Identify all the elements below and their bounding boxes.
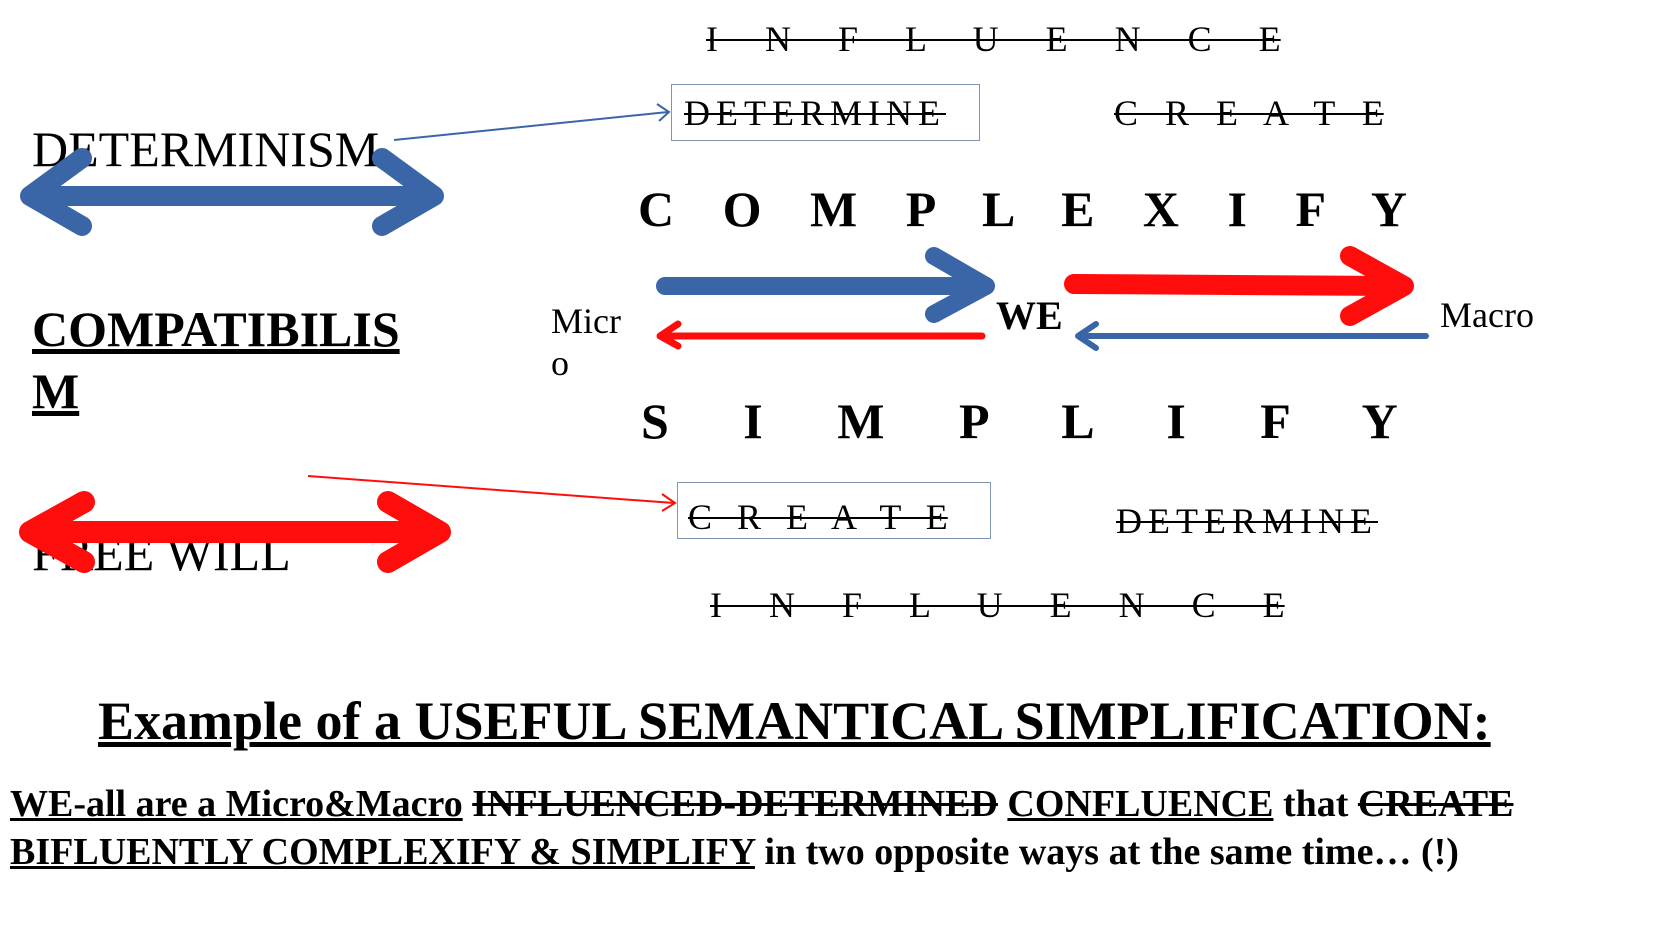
micro-label: Micr o bbox=[551, 300, 621, 384]
caption-two-ways: in two opposite ways at the same time… (… bbox=[764, 831, 1459, 873]
free-will-double-arrow bbox=[19, 491, 451, 573]
determine-bottom-text: DETERMINE bbox=[1116, 501, 1378, 541]
macro-label: Macro bbox=[1440, 295, 1534, 335]
create-box bbox=[677, 482, 991, 539]
determine-top-text: DETERMINE bbox=[684, 93, 946, 133]
determinism-double-arrow bbox=[20, 148, 444, 236]
compatibilism-label: COMPATIBILIS M bbox=[32, 298, 400, 422]
caption-line-2: BIFLUENTLY COMPLEXIFY & SIMPLIFY in two … bbox=[10, 828, 1654, 876]
red-arrow-to-macro bbox=[1064, 246, 1414, 326]
create-bottom-text: C R E A T E bbox=[688, 497, 948, 537]
blue-arrow-to-we bbox=[656, 247, 995, 323]
we-label: WE bbox=[996, 293, 1063, 338]
caption-that: that bbox=[1282, 783, 1349, 825]
compatibilism-line2: M bbox=[32, 363, 80, 419]
caption-confluence: CONFLUENCE bbox=[1007, 783, 1274, 825]
create-top-text: C R E A T E bbox=[1114, 93, 1384, 133]
micro-line2: o bbox=[551, 343, 569, 383]
caption-line-1: WE-all are a Micro&Macro INFLUENCED-DETE… bbox=[10, 780, 1654, 828]
caption-title: Example of a USEFUL SEMANTICAL SIMPLIFIC… bbox=[98, 691, 1491, 751]
simplify-text: S I M P L I F Y bbox=[641, 393, 1398, 449]
red-arrow-to-micro bbox=[656, 320, 986, 350]
pointer-arrow-create bbox=[307, 475, 677, 512]
caption-we-all: WE-all are a Micro&Macro bbox=[10, 783, 463, 825]
determinism-label: DETERMINISM bbox=[32, 121, 380, 177]
influence-bottom-text: I N F L U E N C E bbox=[710, 585, 1285, 625]
caption-bifluently: BIFLUENTLY COMPLEXIFY & SIMPLIFY bbox=[10, 831, 755, 873]
influence-top-text: I N F L U E N C E bbox=[706, 19, 1281, 59]
caption-struck-create: CREATE bbox=[1357, 783, 1514, 825]
pointer-arrow-determine bbox=[393, 103, 671, 141]
blue-arrow-to-we-from-macro bbox=[1075, 321, 1429, 351]
caption-sentence: WE-all are a Micro&Macro INFLUENCED-DETE… bbox=[10, 780, 1654, 876]
complexify-text: C O M P L E X I F Y bbox=[638, 181, 1407, 237]
compatibilism-line1: COMPATIBILIS bbox=[32, 301, 400, 357]
micro-line1: Micr bbox=[551, 301, 621, 341]
caption-struck-influenced: INFLUENCED-DETERMINED bbox=[472, 783, 998, 825]
determine-box bbox=[671, 84, 980, 141]
